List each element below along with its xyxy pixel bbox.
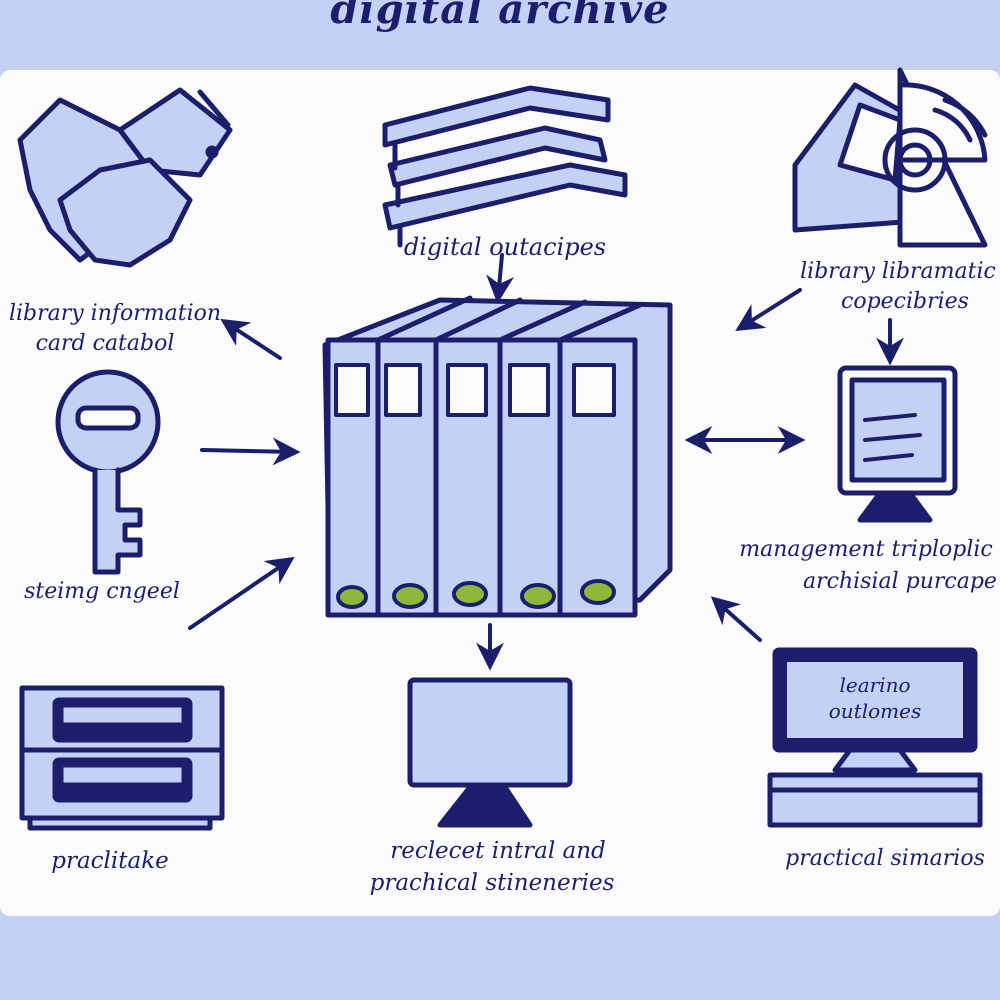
handshake-icon [17,87,233,268]
label-screen-2: outlomes [829,699,921,723]
label-right-mid-1: management triploplic [739,537,992,562]
computer-icon [767,647,983,828]
label-screen-1: learino [839,673,910,697]
monitor-icon [837,365,958,523]
label-top-left-1: library information [9,301,221,326]
monitor-icon [407,677,573,828]
binders-icon [322,295,673,618]
label-bottom-center-1: reclecet intral and [390,838,606,864]
label-top-center: digital outacipes [404,233,606,261]
label-right-mid-2: archisial purcape [803,569,997,594]
label-bottom-left: praclitake [51,848,169,874]
label-top-left-2: card catabol [36,331,175,356]
label-top-right-1: library libramatic [800,259,996,284]
key-icon [55,369,161,575]
cabinet-icon [19,685,225,831]
label-bottom-center-2: prachical stineneries [370,870,615,896]
folder-chart-icon [792,67,988,248]
label-bottom-right: practical simarios [785,846,985,871]
label-top-right-2: copecibries [841,289,969,314]
page-title: digital archive [330,0,670,33]
books-stack-icon [382,85,628,248]
label-key: steimg cngeel [24,579,180,604]
